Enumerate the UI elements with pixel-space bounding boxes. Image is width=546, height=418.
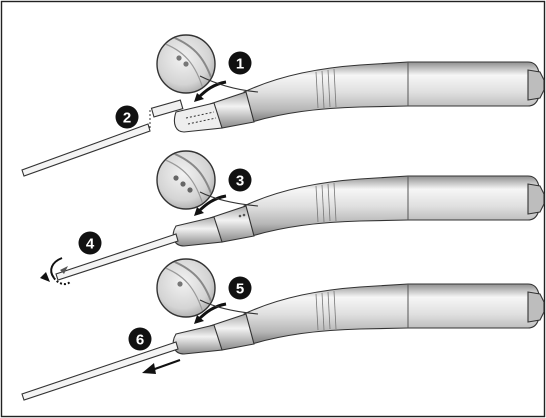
pull-out-arrow-icon [142, 360, 180, 374]
handpiece-2-bur [56, 234, 178, 280]
step-badge-1: 1 [229, 52, 252, 75]
handpiece-1-body [244, 62, 540, 122]
step-badge-6: 6 [129, 328, 152, 351]
step-badge-3: 3 [229, 169, 252, 192]
step-number-2: 2 [123, 110, 131, 127]
handpiece-3 [22, 259, 544, 400]
handpiece-1 [22, 35, 544, 176]
handpiece-2-tip [173, 217, 222, 246]
handpiece-2-body [244, 176, 540, 236]
step-badge-2: 2 [116, 106, 139, 129]
step-number-4: 4 [86, 236, 95, 253]
handpiece-3-end-cap [528, 292, 544, 322]
step-number-3: 3 [236, 173, 244, 190]
step-badge-5: 5 [229, 277, 252, 300]
step-number-5: 5 [236, 281, 244, 298]
handpiece-3-body [244, 284, 540, 344]
handpiece-1-end-cap [528, 70, 544, 100]
handpiece-2 [40, 151, 544, 284]
step-number-6: 6 [136, 332, 144, 349]
step-badge-4: 4 [79, 232, 102, 255]
handpiece-1-bur [22, 124, 150, 176]
step-number-1: 1 [236, 56, 244, 73]
handpiece-2-end-cap [528, 184, 544, 214]
handpiece-3-tip [173, 325, 222, 354]
